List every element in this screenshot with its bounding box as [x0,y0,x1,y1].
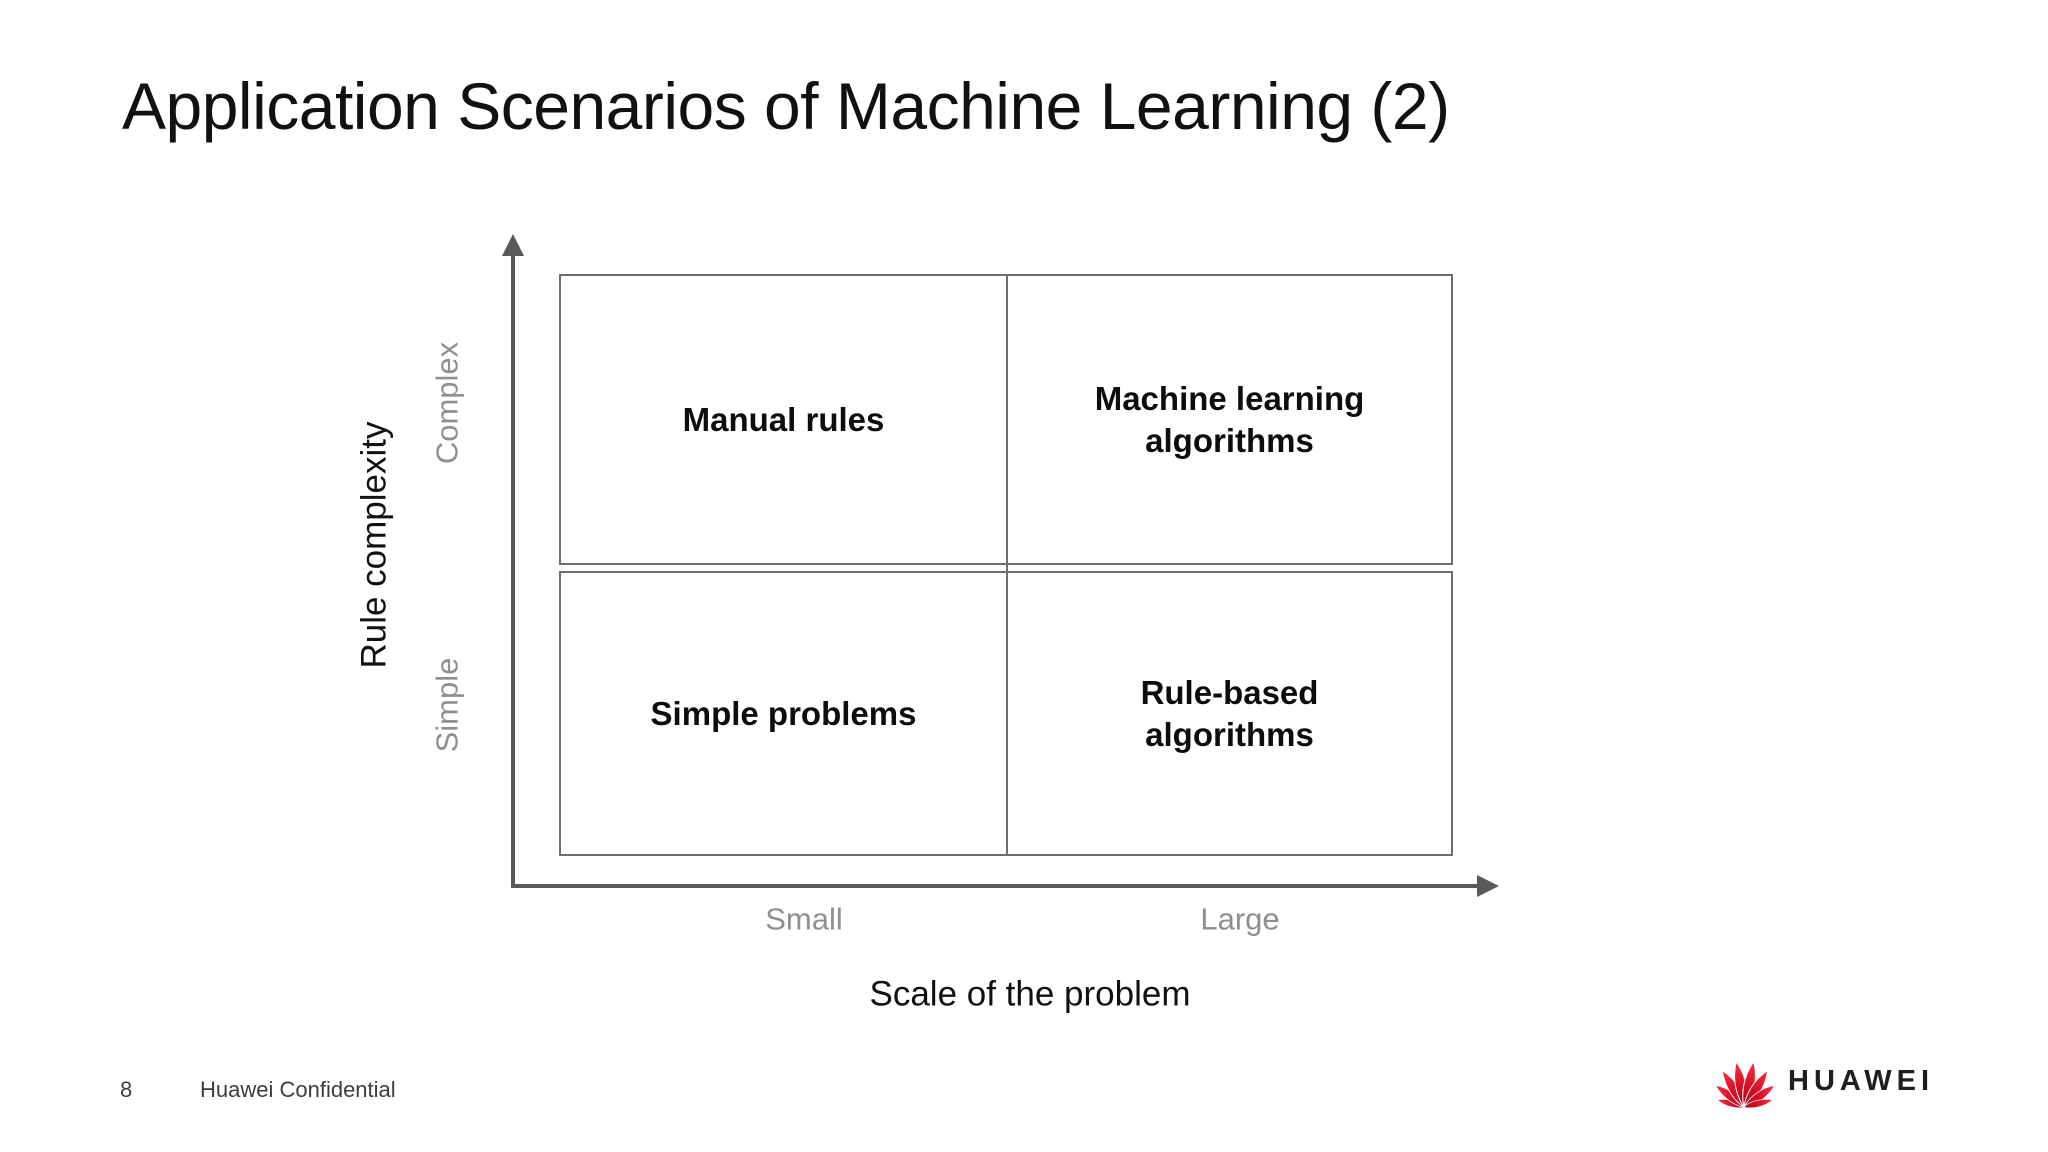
quadrant-label: Rule-based algorithms [1140,673,1319,753]
y-tick-complex: Complex [429,341,465,465]
x-axis-title: Scale of the problem [869,974,1191,1014]
huawei-wordmark: HUAWEI [1788,1064,1934,1097]
y-axis-title: Rule complexity [354,421,394,669]
quadrant-top-right: Machine learning algorithms [1006,274,1453,565]
x-tick-large: Large [1200,901,1280,937]
quadrant-bottom-right: Rule-based algorithms [1006,571,1453,856]
y-tick-simple: Simple [429,657,465,753]
quadrant-label: Machine learning algorithms [1094,379,1365,459]
huawei-flower-icon [1714,1060,1776,1110]
page-number: 8 [120,1077,133,1102]
quadrant-top-left: Manual rules [559,274,1008,565]
y-axis-line [511,252,515,886]
huawei-logo: HUAWEI [1712,1052,1934,1110]
quadrant-label: Manual rules [682,400,885,438]
x-tick-small: Small [765,901,843,937]
x-axis-line [511,884,1478,888]
quadrant-label: Simple problems [650,694,917,732]
quadrant-bottom-left: Simple problems [559,571,1008,856]
confidential-label: Huawei Confidential [200,1077,396,1102]
arrow-right-icon [1477,875,1499,897]
arrow-up-icon [502,234,524,256]
grid-mid-connector [1006,565,1008,571]
page-title: Application Scenarios of Machine Learnin… [122,69,1450,143]
